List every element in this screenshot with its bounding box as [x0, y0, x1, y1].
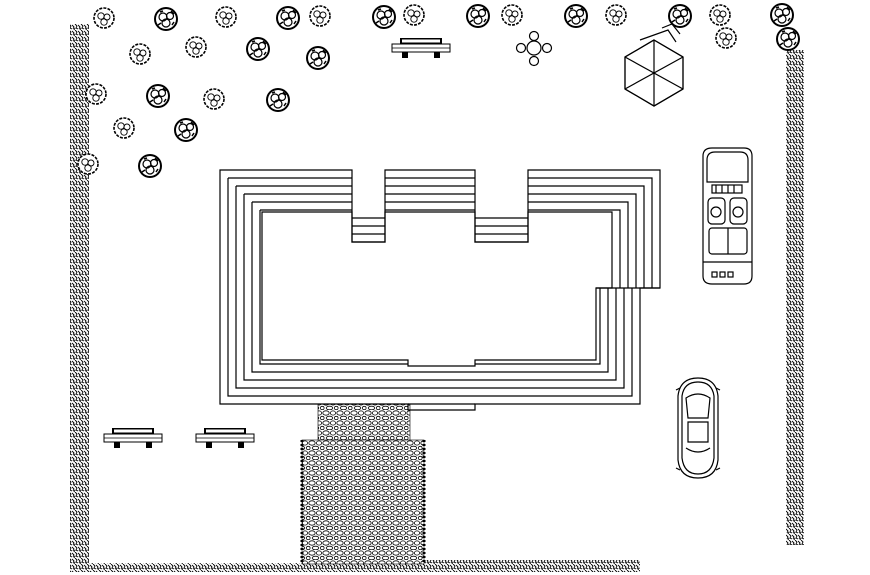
- table-with-chairs: [515, 30, 553, 67]
- hexagonal-gazebo: [624, 23, 684, 107]
- stone-paving: [300, 403, 426, 565]
- car-top-view: [702, 147, 753, 285]
- sports-car-top-view: [675, 377, 721, 479]
- stepped-pool: [219, 169, 661, 411]
